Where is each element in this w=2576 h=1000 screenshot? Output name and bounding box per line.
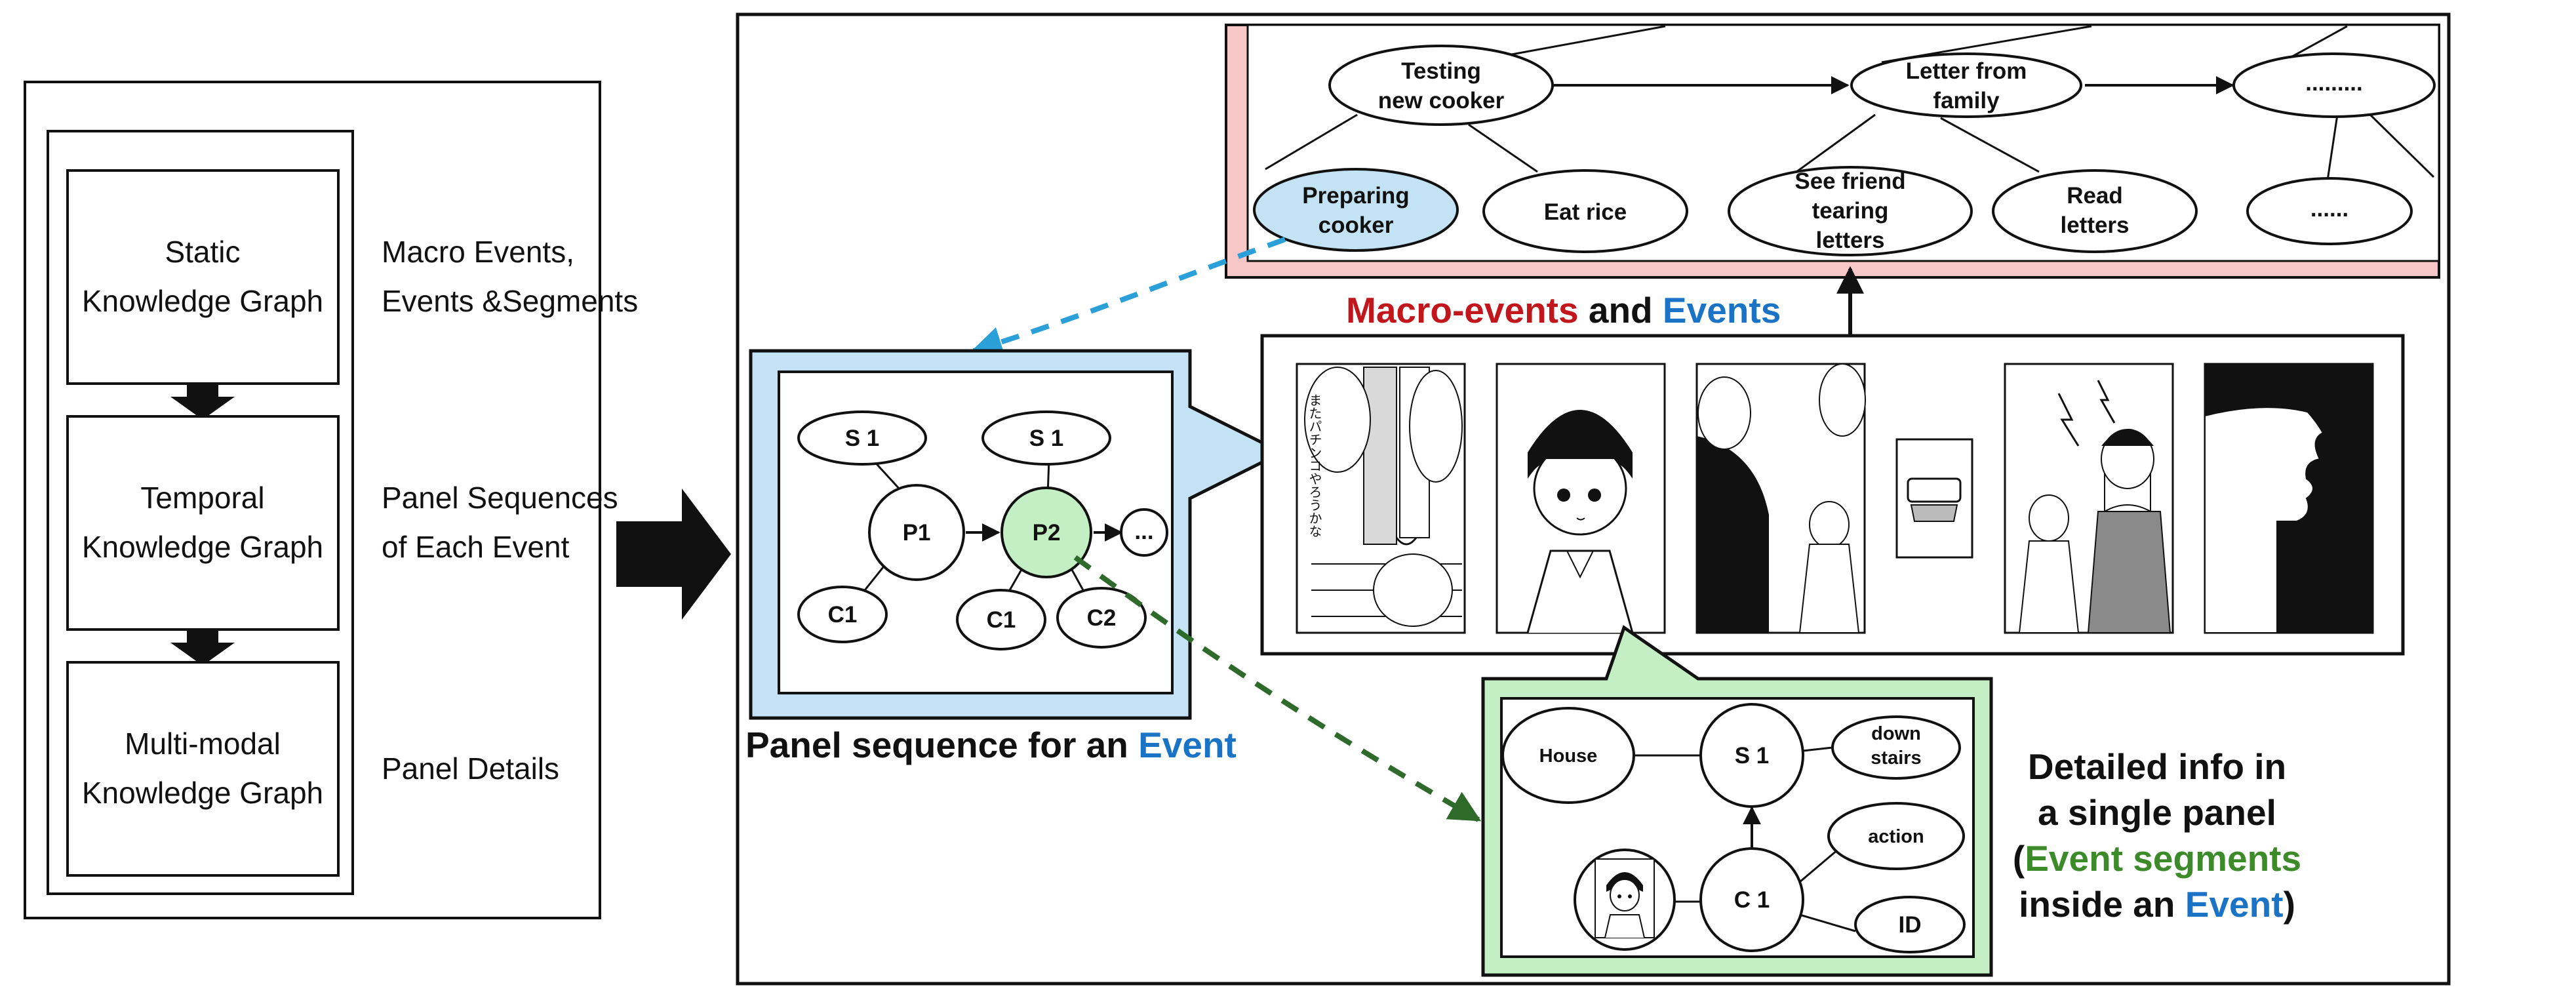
panel-sequence-section: S 1 S 1 P1 P2 ... C1 C1 C2 [749,349,1286,720]
blue-dashed-arrow [970,237,1286,357]
desc-macro-events-2: Events &Segments [382,284,638,318]
link-testing-preparing [1265,113,1358,170]
temporal-kg-box [66,415,340,631]
event-node-seefriend [1728,166,1973,256]
event-node-seefriend-l3: letters [1815,228,1884,253]
desc-panel-details: Panel Details [382,751,559,786]
down-arrow-1 [170,384,235,420]
edge-s1-down [1802,746,1833,752]
detail-caption-line-2: a single panel [2038,792,2276,833]
macro-node-testing-l2: new cooker [1378,88,1505,113]
event-node-seefriend-l2: tearing [1812,198,1889,224]
manga-panel-5 [2004,363,2174,634]
temporal-kg-label-1: Temporal [140,481,264,515]
green-dashed-arrow [1073,555,1482,822]
detail-node-id-label: ID [1899,912,1922,938]
multimodal-kg-label-1: Multi-modal [125,727,281,761]
macro-graph-section: Testing new cooker Letter from family ..… [1225,24,2440,279]
manga-panel-3 [1695,363,1866,634]
detail-caption: Detailed info in a single panel (Event s… [2013,746,2301,925]
link-letter-seefriend [1796,113,1876,173]
seq-node-more [1120,508,1168,557]
event-node-read-l1: Read [2067,183,2123,209]
event-node-preparing-l2: cooker [1318,212,1394,238]
detail-caption-line-3: (Event segments [2013,838,2301,879]
manga-p1-bubble-2: またパチンコやろうかな [1307,393,1322,538]
multimodal-kg-label-2: Knowledge Graph [82,776,323,810]
detail-graph-section: House S 1 down stairs action C 1 ID [1481,625,1993,977]
pipeline-section: Static Knowledge Graph Temporal Knowledg… [24,81,638,919]
macro-node-letter [1850,52,2082,118]
desc-macro-events-1: Macro Events, [382,235,574,269]
link-more-more [2326,114,2339,181]
desc-panel-seq-1: Panel Sequences [382,481,618,515]
detail-node-c1 [1699,847,1804,952]
macro-node-testing [1328,45,1554,126]
manga-panel-6 [2204,363,2374,634]
detail-caption-line-1: Detailed info in [2028,746,2286,787]
manga-panel-4 [1895,438,1973,559]
temporal-kg-label-2: Knowledge Graph [82,530,323,564]
detail-node-action-label: action [1868,826,1924,847]
detail-node-c1-label: C 1 [1734,887,1770,913]
seq-node-c1b [956,589,1046,650]
detail-node-character-image [1574,849,1676,951]
macro-node-more-l1: ......... [2305,70,2363,96]
seq-node-p1 [868,484,965,581]
seq-node-c1a [797,586,888,643]
static-kg-box [66,169,340,385]
event-node-preparing [1253,168,1459,252]
panel-sequence-caption: Panel sequence for an Event [745,725,1237,765]
macro-node-more [2232,52,2436,118]
down-arrow-2 [170,630,235,666]
event-node-more-l1: ...... [2310,196,2348,222]
manga-panel-2 [1496,363,1666,634]
event-node-preparing-l1: Preparing [1302,183,1409,209]
link-more-offscreen [2366,110,2435,178]
event-node-seefriend-l1: See friend [1794,169,1905,194]
desc-panel-seq-2: of Each Event [382,530,570,564]
event-node-more [2246,177,2413,245]
seq-node-p2 [1001,487,1092,578]
manga-panel-1: またパチンコやろうかな [1296,363,1466,634]
detail-node-down-l2: stairs [1871,748,1921,769]
seq-node-s1a-label: S 1 [845,426,880,451]
link-letter-read [1940,117,2040,173]
detail-node-house-label: House [1539,746,1598,767]
seq-node-c2 [1056,587,1147,649]
seq-node-s1b [981,410,1111,466]
seq-node-c1b-label: C1 [987,607,1016,633]
edge-c1-id [1799,913,1856,932]
detail-node-down-l1: down [1871,723,1921,744]
seq-node-more-label: ... [1134,519,1153,544]
seq-node-s1b-label: S 1 [1029,426,1064,451]
detail-node-action [1827,802,1965,870]
detail-node-s1 [1699,703,1804,808]
seq-node-p2-label: P2 [1033,520,1061,546]
macro-node-letter-l2: family [1933,88,2000,113]
detail-node-house [1501,707,1635,804]
detail-node-down-stairs [1831,715,1961,780]
macro-events-caption: Macro-events and Events [1346,290,1781,330]
manga-strip: またパチンコやろうかな [1260,334,2405,656]
big-right-arrow [616,489,731,620]
seq-node-c1a-label: C1 [828,602,858,628]
detail-node-s1-label: S 1 [1735,743,1770,769]
event-node-eatrice-l1: Eat rice [1544,199,1627,225]
detail-caption-line-4: inside an Event) [2019,884,2295,925]
event-node-eatrice [1482,169,1688,253]
event-node-read [1992,169,2198,253]
static-kg-label-1: Static [165,235,240,269]
seq-node-s1a [797,410,927,466]
multimodal-kg-box [66,661,340,877]
static-kg-label-2: Knowledge Graph [82,284,323,318]
macro-node-letter-l1: Letter from [1906,58,2027,84]
seq-node-c2-label: C2 [1087,605,1117,631]
macro-node-testing-l1: Testing [1401,58,1481,84]
event-node-read-l2: letters [2060,212,2129,238]
detail-node-id [1854,896,1966,953]
seq-node-p1-label: P1 [903,520,931,546]
link-testing-eatrice [1468,123,1538,173]
